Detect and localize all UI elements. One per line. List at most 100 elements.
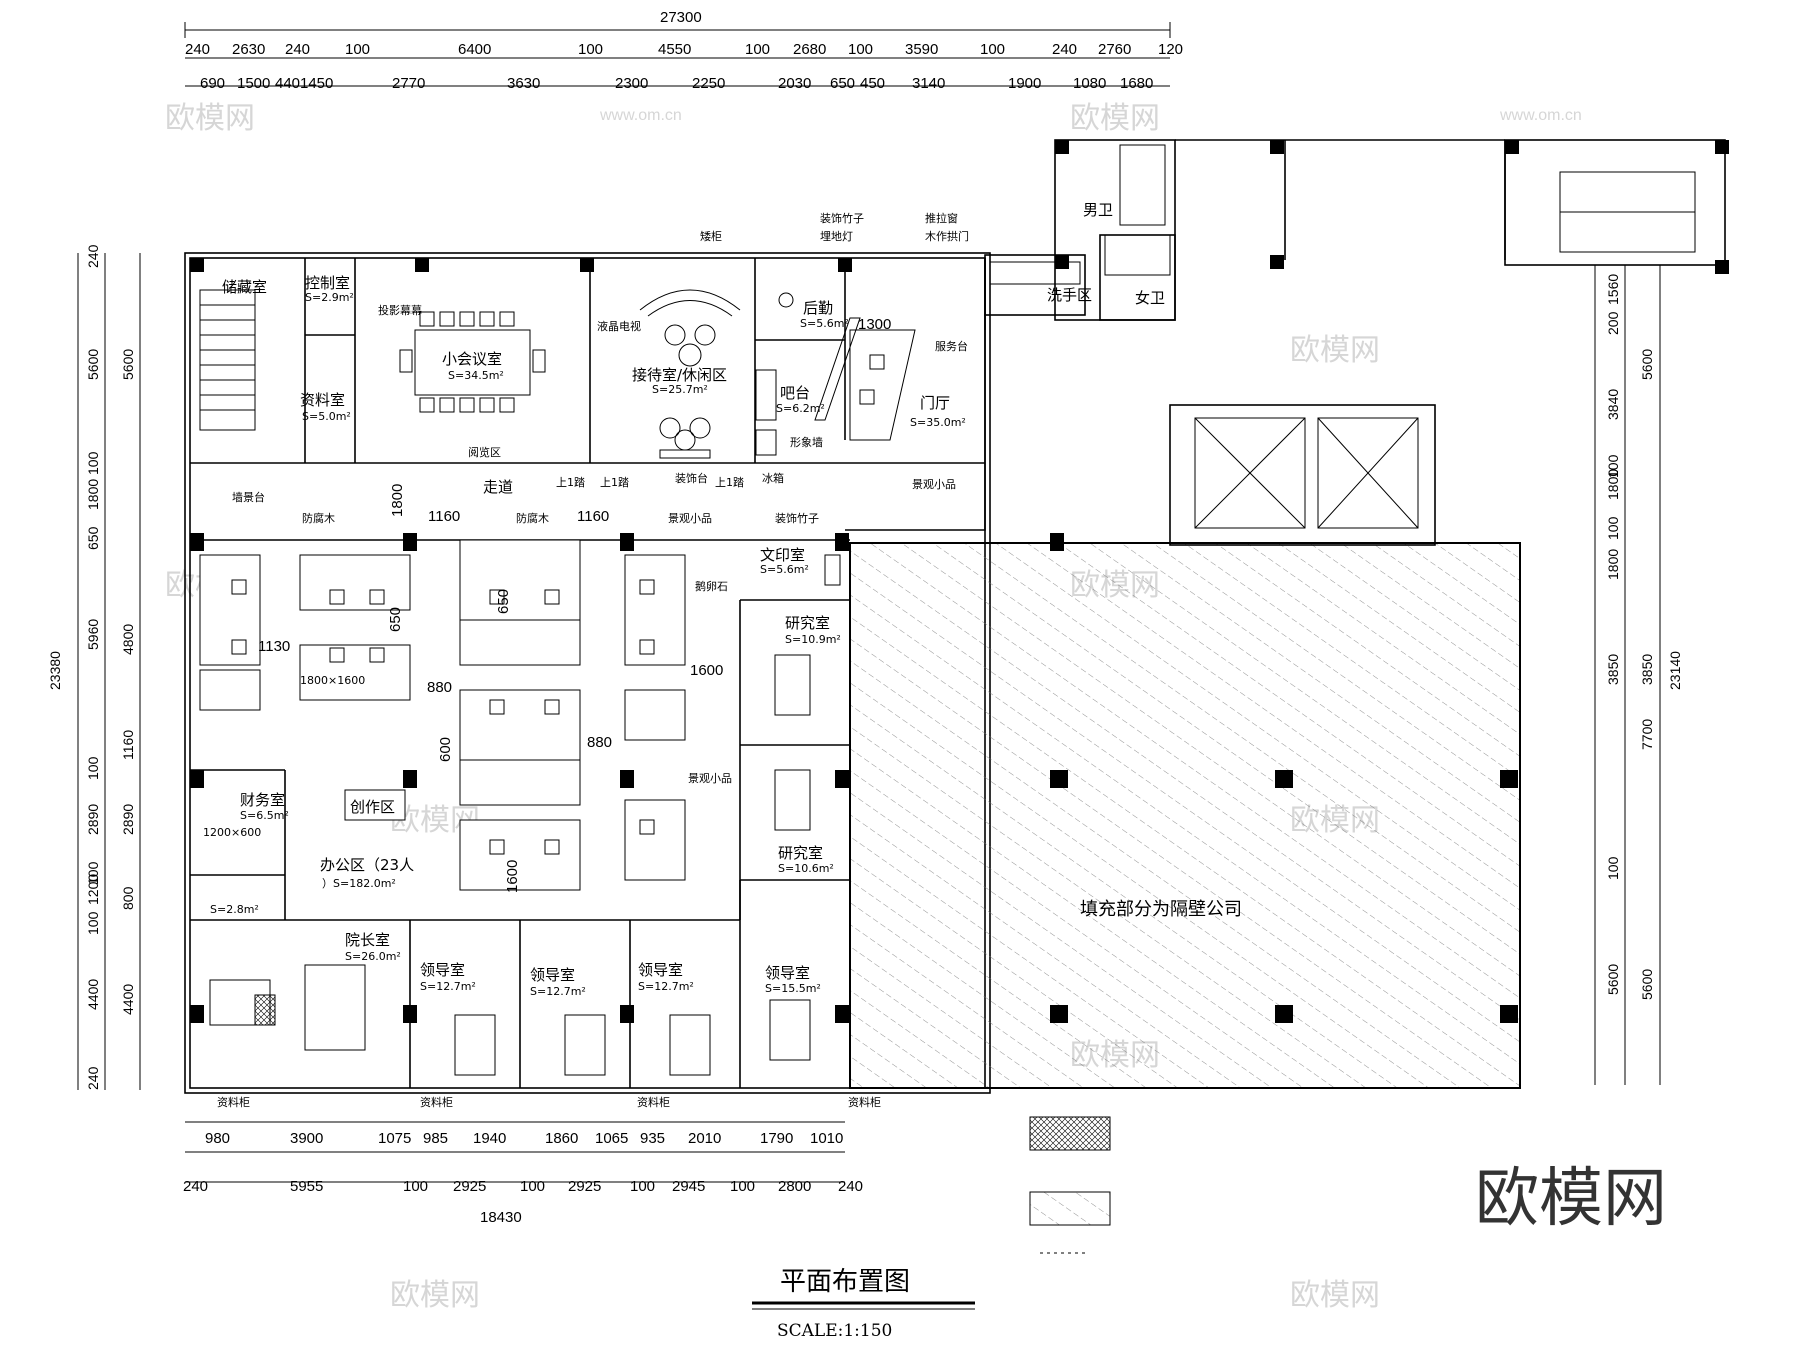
dim-label: 1790 [760, 1130, 793, 1147]
inner-dim: 1130 [258, 638, 290, 655]
dim-label: 650 [85, 526, 101, 550]
note-decor-table: 装饰台 [675, 471, 708, 485]
dim-label: 980 [205, 1130, 230, 1147]
note-file-cabinet-1: 资料柜 [217, 1095, 250, 1109]
dim-label: 4800 [120, 624, 136, 655]
note-decor-bamboo-2: 装饰竹子 [775, 511, 819, 525]
room-finance-area: S=6.5m² [240, 809, 289, 822]
dim-label: 1200 [85, 874, 101, 905]
room-control: 控制室 [305, 274, 350, 292]
dim-label: 2800 [778, 1178, 811, 1195]
drawing-scale: SCALE:1:150 [777, 1321, 892, 1341]
dim-label: 2925 [453, 1178, 486, 1195]
note-desk-size-small: 1200×600 [203, 826, 261, 839]
dim-label: 2250 [692, 75, 725, 92]
note-file-cabinet-2: 资料柜 [420, 1095, 453, 1109]
dim-label: 2300 [615, 75, 648, 92]
dim-label: 6400 [458, 41, 491, 58]
note-step-2: 上1踏 [600, 475, 629, 489]
sofa [639, 289, 741, 311]
note-projector: 投影幕幕 [378, 303, 422, 317]
dim-label: 1860 [545, 1130, 578, 1147]
note-image-wall: 形象墙 [790, 435, 823, 449]
room-leader-2: 领导室 [530, 966, 575, 984]
dim-label: 3140 [912, 75, 945, 92]
dim-label: 2630 [232, 41, 265, 58]
dim-label: 1010 [810, 1130, 843, 1147]
room-storage: 储藏室 [222, 278, 267, 296]
dim-label: 240 [838, 1178, 863, 1195]
dim-label: 4550 [658, 41, 691, 58]
room-meeting-area: S=34.5m² [448, 369, 504, 382]
drawing-title: 平面布置图 [780, 1267, 910, 1297]
dim-label: 240 [285, 41, 310, 58]
dim-label: 5960 [85, 619, 101, 650]
inner-dimensions: 1800 1160 1160 650 650 1130 880 1600 880… [258, 316, 891, 893]
note-file-cabinet-4: 资料柜 [848, 1095, 881, 1109]
room-archive-area: S=5.0m² [302, 410, 351, 423]
dim-label: 7700 [1639, 719, 1655, 750]
dim-label: 1900 [1008, 75, 1041, 92]
room-washroom: 洗手区 [1047, 286, 1092, 304]
note-arch-door: 木作拱门 [925, 229, 969, 243]
dim-label: 100 [578, 41, 603, 58]
dim-total-width: 27300 [660, 9, 702, 26]
dim-label: 3840 [1605, 389, 1621, 420]
note-file-cabinet-3: 资料柜 [637, 1095, 670, 1109]
room-research-2-area: S=10.6m² [778, 862, 834, 875]
dim-label: 2010 [688, 1130, 721, 1147]
room-bar: 吧台 [780, 384, 810, 402]
room-labels: 储藏室 控制室 S=2.9m² 小会议室 S=34.5m² 资料室 S=5.0m… [210, 201, 1165, 998]
dim-label: 240 [85, 244, 101, 268]
note-cabinet: 矮柜 [700, 229, 722, 243]
watermark: 欧模网 [1070, 101, 1160, 136]
room-leader-4-area: S=15.5m² [765, 982, 821, 995]
left-dimensions: 23380 2405600100180065059601002890100120… [47, 244, 141, 1090]
note-pebbles: 鹅卵石 [695, 579, 728, 593]
room-lobby: 门厅 [920, 394, 950, 412]
room-control-area: S=2.9m² [305, 291, 354, 304]
inner-dim: 650 [387, 607, 404, 632]
annotations: 矮柜 投影幕幕 阅览区 液晶电视 装饰竹子 埋地灯 推拉窗 木作拱门 服务台 形… [203, 211, 969, 1109]
dim-label: 5600 [1605, 964, 1621, 995]
room-president-area: S=26.0m² [345, 950, 401, 963]
room-reception-area: S=25.7m² [652, 383, 708, 396]
dim-label: 4400 [120, 984, 136, 1015]
legend [1029, 1116, 1111, 1254]
note-fridge: 冰箱 [762, 471, 784, 485]
room-president: 院长室 [345, 931, 390, 949]
dim-label: 240 [85, 1066, 101, 1090]
room-copy: 文印室 [760, 546, 805, 564]
dim-label: 4400 [85, 979, 101, 1010]
dim-label: 690 [200, 75, 225, 92]
dim-label: 200 [1605, 311, 1621, 335]
note-step-3: 上1踏 [715, 475, 744, 489]
note-step-1: 上1踏 [556, 475, 585, 489]
dim-label: 100 [85, 861, 101, 885]
room-lobby-area: S=35.0m² [910, 416, 966, 429]
dim-label: 100 [85, 451, 101, 475]
dim-label: 100 [848, 41, 873, 58]
dim-label: 1500 [237, 75, 270, 92]
dim-label: 2760 [1098, 41, 1131, 58]
meeting-table [414, 329, 531, 396]
room-closet-area: S=2.8m² [210, 903, 259, 916]
dim-label: 3850 [1639, 654, 1655, 685]
note-wall-shelf: 墙景台 [232, 490, 265, 504]
dim-label: 3900 [290, 1130, 323, 1147]
room-leader-3: 领导室 [638, 961, 683, 979]
room-research-1: 研究室 [785, 614, 830, 632]
room-copy-area: S=5.6m² [760, 563, 809, 576]
room-leader-3-area: S=12.7m² [638, 980, 694, 993]
room-logistics: 后勤 [803, 299, 833, 317]
room-bar-area: S=6.2m² [776, 402, 825, 415]
watermark: 欧模网 [165, 101, 255, 136]
dim-label: 800 [120, 886, 136, 910]
dim-label: 2030 [778, 75, 811, 92]
dim-label: 100 [1605, 516, 1621, 540]
dim-label: 1075 [378, 1130, 411, 1147]
room-leader-2-area: S=12.7m² [530, 985, 586, 998]
dim-label: 240 [185, 41, 210, 58]
